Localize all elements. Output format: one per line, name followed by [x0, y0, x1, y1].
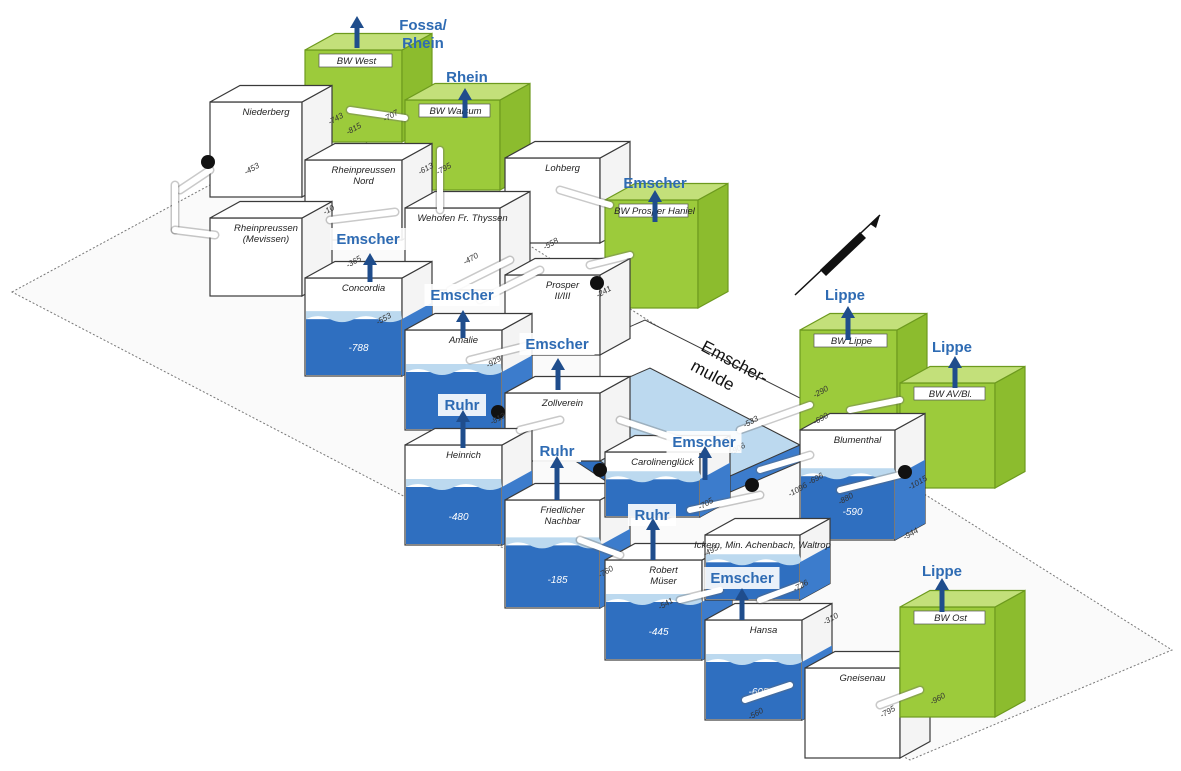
- river-outflow: Emscher: [666, 431, 742, 480]
- river-label: Ruhr: [540, 443, 575, 460]
- box-name-label: Blumenthal: [834, 435, 882, 446]
- river-outflow: Ruhr: [628, 504, 676, 560]
- up-arrow-icon: [551, 358, 565, 390]
- river-outflow: Emscher: [330, 228, 406, 282]
- river-outflow: Lippe: [825, 287, 865, 340]
- box-name-label: Ickern, Min. Achenbach, Waltrop: [694, 540, 831, 551]
- river-label: Ruhr: [635, 507, 670, 524]
- box-name-label: Rheinpreussen(Mevissen): [234, 223, 298, 245]
- valve-icon: [898, 465, 912, 479]
- river-outflow: Emscher: [424, 284, 500, 338]
- river-label: Emscher: [336, 231, 400, 248]
- river-label: Lippe: [825, 287, 865, 304]
- up-arrow-icon: [935, 578, 949, 612]
- river-label: Emscher: [623, 175, 687, 192]
- river-outflow: Emscher: [623, 175, 687, 222]
- valve-icon: [590, 276, 604, 290]
- box-name-label: Amalie: [448, 335, 478, 346]
- up-arrow-icon: [698, 446, 712, 480]
- box-name-label: BW Walsum: [429, 106, 481, 117]
- river-label: Lippe: [922, 563, 962, 580]
- water-level-label: -445: [648, 627, 668, 638]
- up-arrow-icon: [948, 356, 962, 388]
- up-arrow-icon: [648, 190, 662, 222]
- box-name-label: Heinrich: [446, 450, 481, 461]
- box-name-label: BW Lippe: [831, 336, 872, 347]
- box-name-label: Carolinenglück: [631, 457, 695, 468]
- box-name-label: BW West: [337, 56, 377, 67]
- river-label: Emscher: [710, 570, 774, 587]
- river-label: Emscher: [525, 336, 589, 353]
- box-name-label: Wehofen Fr. Thyssen: [417, 213, 507, 224]
- box-name-label: Hansa: [750, 625, 777, 636]
- up-arrow-icon: [841, 306, 855, 340]
- valve-icon: [491, 405, 505, 419]
- valve-icon: [593, 463, 607, 477]
- river-label: Ruhr: [445, 397, 480, 414]
- up-arrow-icon: [456, 310, 470, 338]
- up-arrow-icon: [456, 410, 470, 448]
- box-name-label: Lohberg: [545, 163, 581, 174]
- river-outflow: Emscher: [519, 333, 595, 390]
- box-name-label: Niederberg: [243, 107, 291, 118]
- river-label: Fossa/Rhein: [399, 17, 447, 52]
- water-level-label: -788: [348, 343, 368, 354]
- up-arrow-icon: [646, 518, 660, 560]
- river-outflow: Ruhr: [533, 440, 581, 500]
- box-name-label: BW AV/Bl.: [929, 389, 972, 400]
- up-arrow-icon: [350, 16, 364, 48]
- up-arrow-icon: [458, 88, 472, 118]
- valve-icon: [201, 155, 215, 169]
- valve-icon: [745, 478, 759, 492]
- north-arrow-icon: [794, 214, 881, 296]
- river-outflow: Rhein: [446, 69, 488, 118]
- box-niederberg: Niederberg: [209, 84, 333, 199]
- box-name-label: Concordia: [342, 283, 385, 294]
- box-name-label: Zollverein: [541, 398, 583, 409]
- river-outflow: Fossa/Rhein: [350, 16, 448, 52]
- box-gneisenau: Gneisenau: [804, 650, 931, 760]
- river-label: Rhein: [446, 69, 488, 86]
- box-bw-ost: BW Ost: [899, 589, 1026, 719]
- pipe-network: [170, 105, 925, 710]
- up-arrow-icon: [550, 456, 564, 500]
- up-arrow-icon: [735, 588, 749, 620]
- river-outflow: Ruhr: [438, 394, 486, 448]
- river-label: Emscher: [672, 434, 736, 451]
- water-level-label: -185: [547, 575, 567, 586]
- box-rheinpreussen-mevissen: Rheinpreussen(Mevissen): [209, 200, 333, 298]
- river-label: Emscher: [430, 287, 494, 304]
- river-label: Lippe: [932, 339, 972, 356]
- river-outflow: Emscher: [704, 567, 780, 620]
- up-arrow-icon: [363, 253, 377, 282]
- water-level-label: -480: [448, 512, 468, 523]
- box-name-label: Gneisenau: [840, 673, 887, 684]
- box-name-label: BW Ost: [934, 613, 967, 624]
- river-outflow: Lippe: [922, 563, 962, 612]
- water-level-label: -590: [842, 507, 862, 518]
- river-outflow: Lippe: [932, 339, 972, 388]
